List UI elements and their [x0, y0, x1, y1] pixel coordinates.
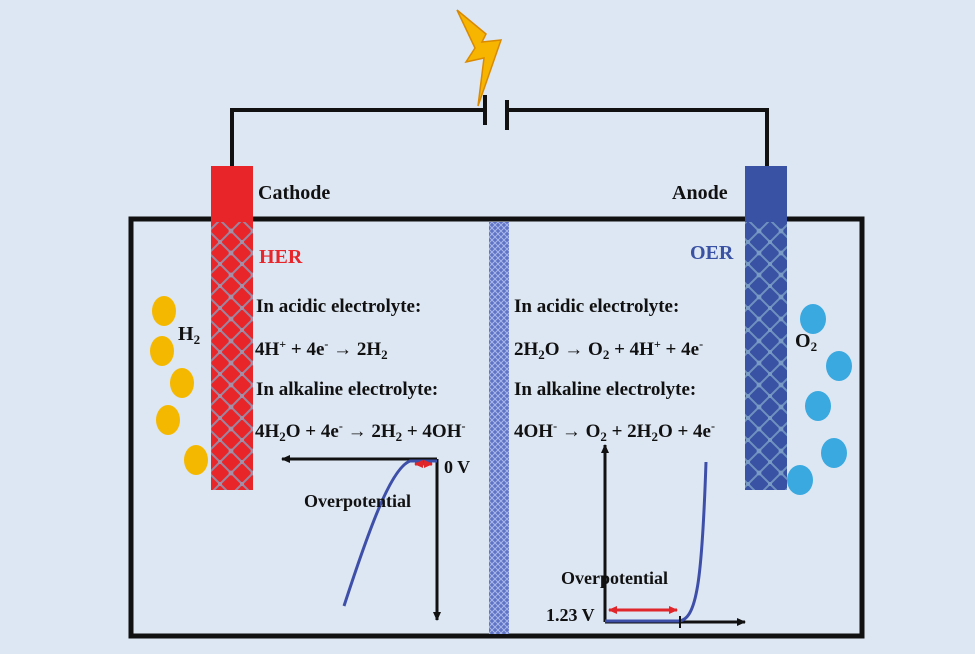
electrolyte-tank [128, 216, 865, 639]
her-acidic-heading: In acidic electrolyte: [256, 296, 422, 317]
oer-potential-label: 1.23 V [546, 605, 595, 625]
oer-acidic-heading: In acidic electrolyte: [514, 296, 680, 317]
h2-bubble [156, 405, 180, 435]
cathode-catalyst [211, 222, 253, 490]
h2-bubble [170, 368, 194, 398]
oer-alkaline-equation: 4OH- → O2 + 2H2O + 4e- [514, 419, 715, 444]
o2-bubbles [787, 304, 852, 495]
cathode-label: Cathode [258, 182, 331, 204]
oer-overpotential-label: Overpotential [561, 568, 668, 588]
her-label: HER [259, 246, 303, 268]
anode-label: Anode [672, 182, 728, 204]
h2-bubble [184, 445, 208, 475]
oer-label: OER [690, 242, 734, 264]
o2-bubble [821, 438, 847, 468]
o2-bubble [805, 391, 831, 421]
anode-electrode [745, 166, 787, 222]
anode-catalyst [745, 222, 787, 490]
h2-bubble [152, 296, 176, 326]
her-overpotential-label: Overpotential [304, 491, 411, 511]
cathode-electrode [211, 166, 253, 222]
her-acidic-equation: 4H+ + 4e- → 2H2 [255, 337, 388, 362]
her-alkaline-heading: In alkaline electrolyte: [256, 379, 439, 400]
h2-label: H2 [178, 323, 201, 347]
o2-label: O2 [795, 330, 818, 354]
membrane [489, 222, 509, 634]
o2-bubble [787, 465, 813, 495]
h2-bubble [150, 336, 174, 366]
o2-bubble [800, 304, 826, 334]
o2-bubble [826, 351, 852, 381]
her-curve [342, 459, 437, 607]
her-potential-label: 0 V [444, 457, 471, 477]
oer-curve [605, 461, 708, 623]
oer-alkaline-heading: In alkaline electrolyte: [514, 379, 697, 400]
oer-acidic-equation: 2H2O → O2 + 4H+ + 4e- [514, 337, 704, 362]
her-alkaline-equation: 4H2O + 4e- → 2H2 + 4OH- [255, 419, 466, 444]
h2-bubbles [150, 296, 208, 475]
lightning-icon [456, 9, 503, 107]
circuit-wire [230, 108, 769, 181]
